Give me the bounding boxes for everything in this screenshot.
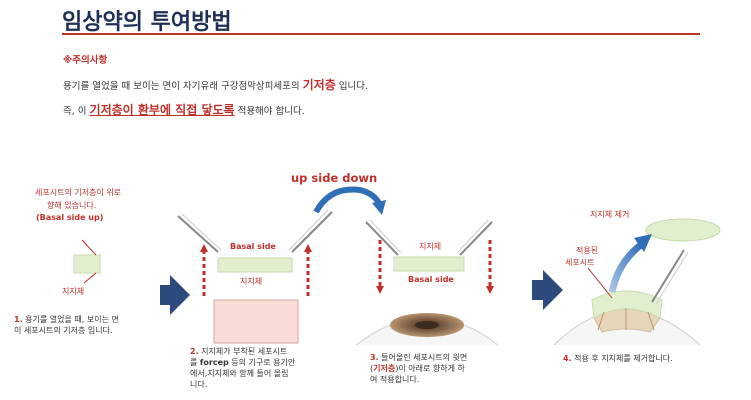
step2-basal-label: Basal side [230,242,276,251]
caution-line-1-post: 입니다. [335,81,369,92]
step2-description: 2. 지지체가 부착된 세포시트 를 forcep 등의 기구로 용기안 에서,… [190,346,340,390]
step4-description: 4. 적용 후 지지체를 제거합니다. [563,353,743,364]
caution-line-1-emphasis: 기저층 [302,78,336,92]
step3-basal-word: 기저층 [373,364,396,373]
step4-number: 4. [563,354,572,363]
step1-note-line-3: (Basal side up) [36,213,104,222]
step1-pointer-top [81,239,97,256]
step3-text-line-3: 여 적용합니다. [370,375,420,384]
step1-text-line-2: 이 세포시트의 기저층 입니다. [14,326,113,335]
flip-arrow [313,186,383,214]
step4-forcep [651,249,685,303]
step1-note-line-2: 향해 있습니다. [47,201,97,210]
step3-forcep-left [365,221,399,256]
next-arrow-2 [532,270,563,310]
step2-forcep-word: forcep [199,358,229,367]
caution-line-2-post: 적용해야 합니다. [234,106,305,117]
step2-number: 2. [190,347,199,356]
step4-remove-label: 지지체 제거 [590,210,630,219]
step4-applied-label-1: 적용된 [576,246,599,255]
step3-forcep-right [459,221,493,256]
step1-number: 1. [14,315,23,324]
step3-text-line-2a: ( [370,364,374,373]
step3-number: 3. [370,353,379,362]
step3-text-line-2c: )이 아래로 향하게 하 [395,364,465,373]
caution-line-2-pre: 즉, 이 [63,106,90,117]
step1-cell-sheet [73,254,101,274]
step4-remove-arrow [608,241,645,293]
caution-line-2: 즉, 이 기저층이 환부에 직접 닿도록 적용해야 합니다. [63,101,305,118]
step1-pointer-bottom [83,272,97,284]
step1-note-line-1: 세포시트의 기저층이 위로 [35,188,122,197]
step2-cell-sheet [217,257,293,273]
caution-heading: ※주의사항 [63,55,108,66]
next-arrow-1 [160,275,190,315]
step3-support-label: 지지체 [419,242,442,251]
step2-text-line-4: 니다. [190,380,208,389]
step2-text-line-2a: 를 [190,358,200,367]
step3-basal-label: Basal side [408,275,454,284]
step1-support-label: 지지체 [62,287,85,296]
step4-removed-support [645,218,721,242]
step4-text-line-1: 적용 후 지지체를 제거합니다. [574,354,673,363]
title-underline [62,33,700,35]
step3-text-line-1: 들어올린 세포시트의 윗면 [381,353,468,362]
step1-text-line-1: 용기를 열었을 때, 보이는 면 [25,315,119,324]
caution-line-2-emphasis: 기저층이 환부에 직접 닿도록 [89,103,235,117]
step2-forcep-right [291,211,333,253]
step2-text-line-1: 지지체가 부착된 세포시트 [201,347,288,356]
step2-text-line-2c: 등의 기구로 용기안 [228,358,296,367]
flip-label: up side down [291,171,378,185]
step2-text-line-3: 에서,지지체와 함께 들어 올립 [190,369,289,378]
step1-description: 1. 용기를 열었을 때, 보이는 면 이 세포시트의 기저층 입니다. [14,314,164,336]
caution-line-1-pre: 용기를 열었을 때 보이는 면이 자기유래 구강점막상피세포의 [63,81,303,92]
caution-line-1: 용기를 열었을 때 보이는 면이 자기유래 구강점막상피세포의 기저층 입니다. [63,76,368,93]
step2-forcep-left [177,215,219,253]
step2-container [213,299,299,344]
step3-description: 3. 들어올린 세포시트의 윗면 (기저층)이 아래로 향하게 하 여 적용합니… [370,352,520,385]
page-title: 임상약의 투여방법 [62,10,232,35]
step4-applied-label-2: 세포시트 [565,258,595,267]
step4-pointer [587,267,613,299]
step2-support-label: 지지체 [240,277,263,286]
step3-cell-sheet [393,256,465,272]
